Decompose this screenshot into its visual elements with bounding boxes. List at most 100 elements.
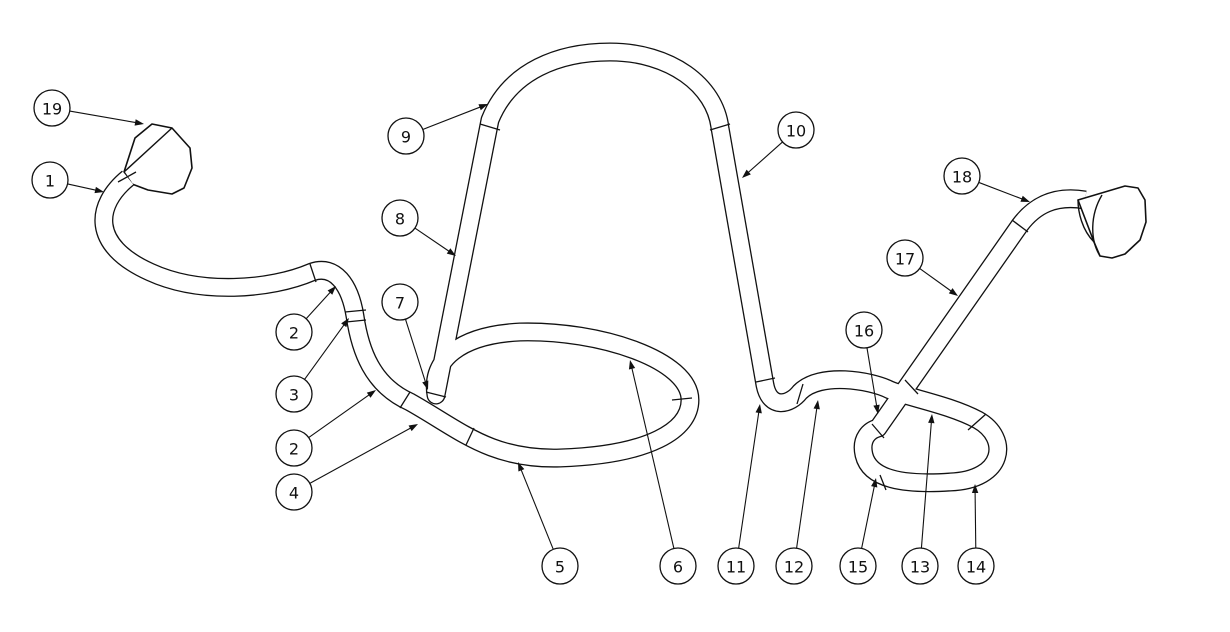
- item-balloon-b10: 10: [777, 111, 815, 149]
- arrowhead-b17: [948, 288, 958, 296]
- arrowhead-b4: [408, 424, 418, 432]
- item-balloon-b2b: 2: [275, 429, 313, 467]
- item-balloon-b3: 3: [275, 375, 313, 413]
- balloon-circle: [275, 313, 313, 351]
- balloon-circle: [659, 547, 697, 585]
- item-balloon-b9: 9: [387, 117, 425, 155]
- arrowhead-b11: [755, 404, 762, 414]
- item-balloon-b8: 8: [381, 199, 419, 237]
- balloon-circle: [943, 157, 981, 195]
- arrowhead-b6: [628, 360, 636, 370]
- balloon-label: 18: [952, 168, 972, 187]
- balloon-label: 16: [854, 322, 874, 341]
- arrowhead-b1: [94, 186, 104, 194]
- leader-line-b5: [519, 467, 554, 550]
- tube-path: [94, 42, 1087, 493]
- item-balloon-b1: 1: [31, 161, 69, 199]
- arrowhead-b2a: [327, 286, 336, 295]
- arrowhead-b7: [422, 380, 429, 390]
- balloon-label: 8: [395, 210, 405, 229]
- item-balloon-b19: 19: [33, 89, 71, 127]
- arrowhead-b13: [928, 414, 935, 424]
- leader-lines: [67, 104, 1030, 550]
- item-balloon-b18: 18: [943, 157, 981, 195]
- arrowhead-b12: [813, 400, 820, 410]
- leader-line-b19: [69, 110, 139, 124]
- item-balloon-b14: 14: [957, 547, 995, 585]
- arrowhead-b9: [478, 104, 488, 111]
- balloon-circle: [275, 429, 313, 467]
- balloon-circle: [839, 547, 877, 585]
- left-end-cone: [123, 123, 193, 195]
- balloon-label: 4: [289, 484, 299, 503]
- balloon-circle: [387, 117, 425, 155]
- leader-line-b15: [861, 483, 876, 549]
- balloon-circle: [541, 547, 579, 585]
- segment-marks: [117, 123, 1029, 491]
- balloon-circle: [275, 375, 313, 413]
- arrowhead-b5: [518, 462, 525, 472]
- balloon-label: 2: [289, 440, 299, 459]
- leader-line-b17: [919, 268, 954, 293]
- item-balloon-b2a: 2: [275, 313, 313, 351]
- balloon-label: 14: [966, 558, 986, 577]
- balloon-circle: [717, 547, 755, 585]
- balloon-label: 2: [289, 324, 299, 343]
- balloon-circle: [845, 311, 883, 349]
- balloon-circle: [33, 89, 71, 127]
- arrowhead-b8: [446, 248, 456, 256]
- arrowhead-b19: [134, 119, 144, 126]
- leader-line-b7: [404, 318, 427, 385]
- item-balloon-b15: 15: [839, 547, 877, 585]
- balloon-circle: [957, 547, 995, 585]
- leader-line-b3: [304, 322, 346, 380]
- balloon-circle: [886, 239, 924, 277]
- arrowhead-b15: [871, 478, 878, 488]
- balloon-label: 11: [726, 558, 746, 577]
- balloon-label: 1: [45, 172, 55, 191]
- leader-line-b1: [67, 183, 99, 192]
- item-balloon-b6: 6: [659, 547, 697, 585]
- arrowhead-b16: [873, 404, 880, 414]
- balloon-circle: [381, 283, 419, 321]
- leader-line-b4: [309, 426, 414, 484]
- leader-line-b2a: [305, 290, 333, 320]
- balloon-label: 17: [895, 250, 915, 269]
- balloon-circle: [775, 547, 813, 585]
- balloon-label: 10: [786, 122, 806, 141]
- balloon-label: 7: [395, 294, 405, 313]
- arrowhead-b3: [341, 318, 349, 328]
- leader-line-b14: [974, 489, 977, 549]
- balloon-label: 9: [401, 128, 411, 147]
- leader-line-b16: [866, 347, 878, 409]
- arrowhead-b14: [971, 484, 979, 494]
- leader-line-b9: [422, 105, 483, 130]
- balloon-label: 6: [673, 558, 683, 577]
- balloon-label: 15: [848, 558, 868, 577]
- arrowhead-b10: [742, 169, 751, 178]
- balloon-circle: [275, 473, 313, 511]
- item-balloon-b16: 16: [845, 311, 883, 349]
- leader-line-b18: [978, 181, 1025, 201]
- balloon-label: 19: [42, 100, 62, 119]
- balloon-circle: [31, 161, 69, 199]
- item-balloon-b17: 17: [886, 239, 924, 277]
- balloon-label: 13: [910, 558, 930, 577]
- right-end-cone: [1077, 185, 1147, 259]
- arrowhead-b2b: [366, 390, 376, 398]
- leader-line-b13: [920, 419, 933, 549]
- balloon-label: 12: [784, 558, 804, 577]
- item-balloon-b5: 5: [541, 547, 579, 585]
- arrowhead-b18: [1020, 195, 1030, 202]
- item-balloon-b7: 7: [381, 283, 419, 321]
- item-balloon-b11: 11: [717, 547, 755, 585]
- item-balloon-b13: 13: [901, 547, 939, 585]
- balloon-label: 3: [289, 386, 299, 405]
- balloon-circle: [901, 547, 939, 585]
- leader-line-b11: [738, 409, 760, 549]
- balloon-circle: [381, 199, 419, 237]
- leader-line-b10: [746, 141, 783, 175]
